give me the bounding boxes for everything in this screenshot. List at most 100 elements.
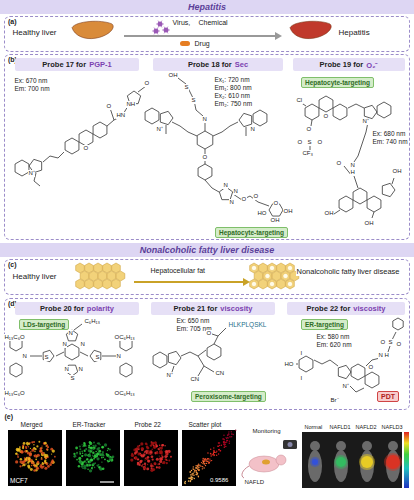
figure-label: HO — [257, 210, 267, 217]
chain-bond — [56, 352, 64, 356]
figure-label: N⁺ — [166, 372, 173, 379]
figure-label: O — [336, 160, 342, 167]
targeting-tag: Hepatocyte-targeting — [301, 77, 374, 88]
chain-bond — [178, 78, 203, 116]
figure-label: CN — [190, 376, 200, 383]
figure-label: N — [80, 341, 85, 348]
node-text: (a) — [8, 18, 17, 25]
ring-bond — [198, 164, 212, 180]
ring-bond — [351, 364, 365, 380]
figure-label: O — [144, 80, 150, 87]
ring-bond — [353, 188, 367, 204]
chain-bond — [214, 328, 226, 344]
ring-bond — [382, 183, 395, 196]
figure-label: O — [106, 103, 112, 110]
figure-label: O — [83, 145, 89, 152]
virus-icon — [156, 21, 164, 28]
figure-label: Ex: 580 nm — [316, 333, 350, 340]
chain-bond — [138, 86, 146, 92]
arrow-head — [275, 32, 282, 40]
figure-label: N⁺ — [28, 170, 35, 177]
arrow-head — [243, 278, 250, 286]
figure-label: Normal — [304, 424, 323, 430]
figure-label: Chemical — [198, 19, 228, 27]
chain-bond — [392, 178, 394, 184]
mouse-illustration — [242, 440, 297, 478]
panel-frame: (d)Probe 20 forpolarityProbe 21 forvisco… — [4, 298, 410, 410]
figure-label: Virus, — [172, 19, 191, 27]
chain-bond — [388, 332, 396, 352]
figure-label: OH — [270, 217, 280, 224]
figure-label: Ex: 680 nm — [372, 130, 406, 137]
node-text: PDT — [381, 393, 395, 400]
figure-label: O — [317, 139, 323, 146]
ring-bond — [393, 318, 403, 330]
arrow-line — [124, 35, 277, 37]
chain-bond — [372, 212, 374, 218]
fatty-tissue — [250, 263, 299, 289]
figure-label: (e) — [4, 413, 14, 421]
ring-bond — [239, 113, 252, 126]
chain-bond — [233, 194, 269, 206]
ring-bond — [65, 138, 79, 154]
virus-icon — [152, 28, 160, 35]
figure-label: Monitoring — [252, 428, 281, 435]
chain-bond — [348, 104, 364, 108]
figure-label: O — [396, 341, 402, 348]
chain-bond — [213, 122, 238, 136]
node-text: Sec — [235, 60, 248, 69]
figure-label: HN — [116, 112, 126, 119]
figure-label: Ex: 650 nm — [176, 317, 210, 324]
figure-label: CN — [215, 370, 225, 377]
figure-label: N — [250, 126, 255, 133]
figure-label: Em₂: 750 nm — [214, 100, 253, 107]
ring-bond — [319, 96, 333, 112]
ring-bond — [10, 363, 22, 377]
pill-icon — [180, 41, 190, 46]
ring-bond — [333, 104, 347, 120]
figure-label: N — [68, 330, 73, 337]
figure-label: Healthy liver — [12, 273, 57, 282]
chain-bond — [205, 180, 219, 192]
figure-label: N — [233, 188, 238, 195]
figure-label: Em: 700 nm — [14, 85, 50, 92]
figure-label: H — [384, 352, 389, 359]
targeting-tag: ER-targeting — [301, 319, 348, 330]
node-text: viscosity — [353, 304, 385, 313]
figure-label: OC₆H₁₃ — [114, 334, 135, 341]
node-text: polarity — [87, 304, 114, 313]
figure-label: S — [388, 339, 393, 346]
node-text: Probe 19 for — [320, 60, 364, 69]
figure-label: Em₁: 800 nm — [214, 84, 252, 91]
chain-bond — [80, 352, 88, 356]
figure-label: HLKPLQSKL — [228, 321, 267, 328]
chain-bond — [198, 366, 204, 376]
figure-label: NAFLD3 — [381, 424, 403, 430]
ring-bond — [197, 131, 213, 149]
node-text: ER-targeting — [305, 321, 344, 328]
ring-bond — [305, 104, 319, 120]
probe-header: Probe 19 forO₂⁻ — [293, 58, 405, 71]
figure-label: O — [323, 113, 329, 120]
figure-label: N — [378, 352, 383, 359]
figure-label: N⁺ — [342, 383, 349, 390]
node-text: Probe 22 for — [307, 304, 351, 313]
probe-header: Probe 21 forviscosity — [151, 302, 275, 315]
microscopy-images — [8, 430, 236, 486]
figure-label: Em: 740 nm — [372, 138, 408, 145]
chain-bond — [172, 122, 197, 136]
chain-bond — [43, 152, 64, 162]
targeting-tag: Peroxisome-targeting — [191, 391, 266, 402]
figure-label: OH — [364, 220, 374, 227]
chain-bond — [354, 122, 368, 162]
figure-label: H₁₃C₆O — [4, 334, 25, 341]
ring-bond — [338, 365, 351, 378]
figure-label: Drug — [194, 40, 210, 48]
chain-bond — [74, 324, 82, 330]
node-text: Peroxisome-targeting — [195, 393, 262, 400]
figure-label: S — [44, 354, 49, 361]
figure-label: N — [223, 182, 228, 189]
figure-label: N — [78, 366, 83, 373]
chemical-structure — [10, 78, 403, 392]
figure-label: 0.9586 — [210, 477, 228, 484]
